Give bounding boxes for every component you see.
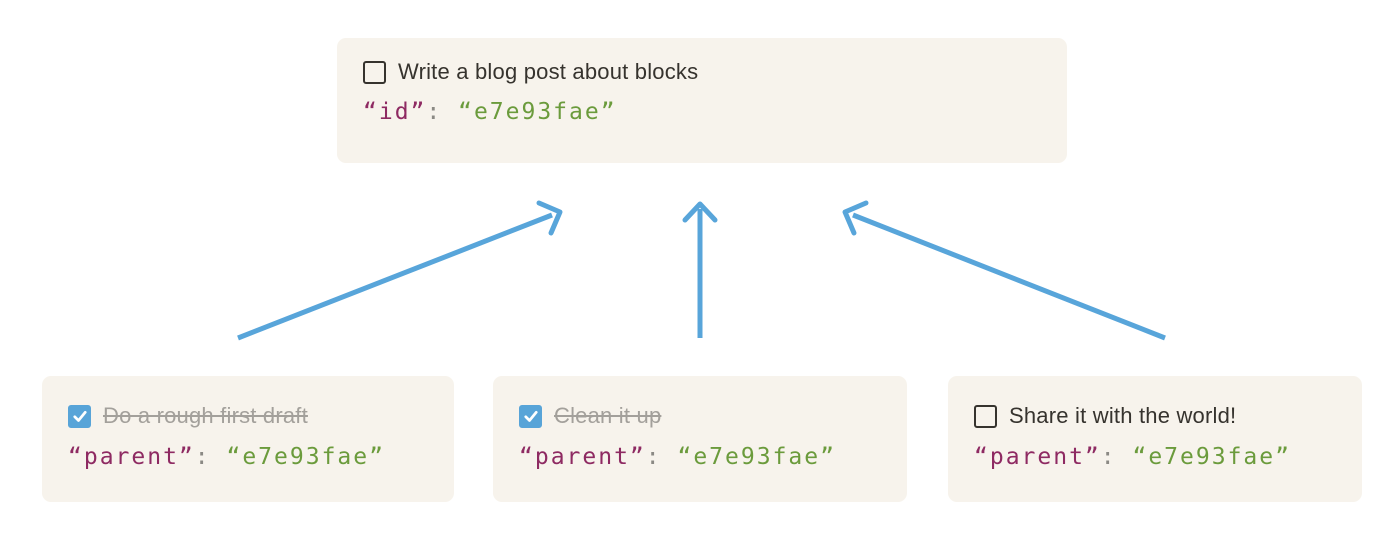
task-label: Write a blog post about blocks bbox=[398, 59, 699, 84]
json-colon: : bbox=[426, 99, 459, 125]
child-task-card: Clean it up “parent”: “e7e93fae” bbox=[493, 376, 907, 502]
task-row: Write a blog post about blocks bbox=[363, 59, 1041, 85]
json-code-line: “parent”: “e7e93fae” bbox=[68, 442, 428, 472]
json-value: “e7e93fae” bbox=[226, 444, 385, 470]
task-label: Clean it up bbox=[554, 403, 662, 428]
parent-task-card: Write a blog post about blocks “id”: “e7… bbox=[337, 38, 1067, 163]
arrow-left bbox=[237, 200, 563, 341]
task-label: Do a rough first draft bbox=[103, 403, 308, 428]
checkmark-icon bbox=[523, 410, 538, 422]
task-row: Clean it up bbox=[519, 403, 881, 429]
task-row: Do a rough first draft bbox=[68, 403, 428, 429]
task-label: Share it with the world! bbox=[1009, 403, 1237, 428]
arrow-middle bbox=[682, 201, 718, 338]
task-checkbox[interactable] bbox=[68, 404, 91, 428]
child-task-card: Do a rough first draft “parent”: “e7e93f… bbox=[42, 376, 454, 502]
child-task-card: Share it with the world! “parent”: “e7e9… bbox=[948, 376, 1362, 502]
json-key: “parent” bbox=[519, 444, 646, 470]
task-row: Share it with the world! bbox=[974, 403, 1336, 429]
json-code-line: “parent”: “e7e93fae” bbox=[519, 442, 881, 472]
json-colon: : bbox=[194, 444, 227, 470]
json-colon: : bbox=[1100, 444, 1133, 470]
json-colon: : bbox=[645, 444, 678, 470]
json-value: “e7e93fae” bbox=[458, 99, 617, 125]
arrow-right bbox=[842, 200, 1166, 341]
json-value: “e7e93fae” bbox=[1132, 444, 1291, 470]
task-checkbox[interactable] bbox=[974, 404, 997, 428]
checkmark-icon bbox=[72, 410, 87, 422]
json-value: “e7e93fae” bbox=[677, 444, 836, 470]
json-key: “id” bbox=[363, 99, 427, 125]
task-checkbox[interactable] bbox=[519, 404, 542, 428]
json-code-line: “id”: “e7e93fae” bbox=[363, 97, 1041, 127]
json-key: “parent” bbox=[68, 444, 195, 470]
json-key: “parent” bbox=[974, 444, 1101, 470]
task-checkbox[interactable] bbox=[363, 60, 386, 84]
json-code-line: “parent”: “e7e93fae” bbox=[974, 442, 1336, 472]
